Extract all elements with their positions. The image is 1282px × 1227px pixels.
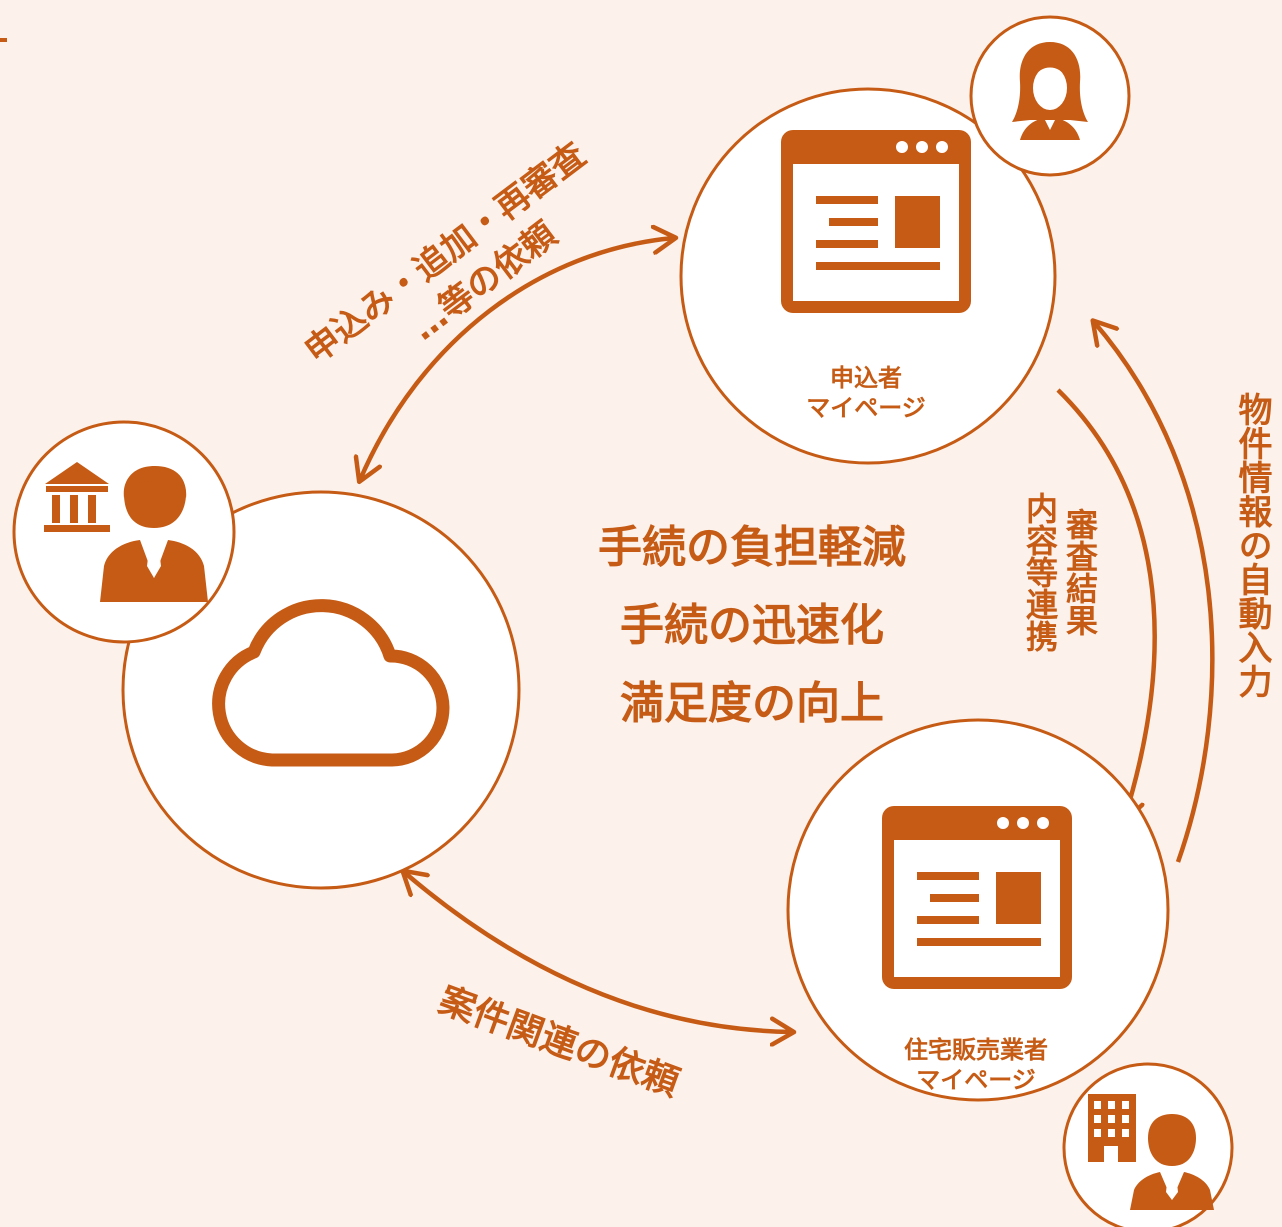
cloud-node: [121, 490, 521, 890]
browser-window-icon: [781, 130, 971, 313]
cloud-icon: [212, 599, 450, 767]
benefit-3: 満足度の向上: [620, 678, 884, 729]
arrow-seller-to-applicant: [1094, 322, 1215, 863]
bank-icon: [44, 462, 110, 532]
arrow-applicant-to-seller: [1056, 388, 1157, 820]
businessman-icon: [100, 466, 208, 602]
browser-window-icon: [882, 806, 1072, 989]
bank-businessman-badge: [12, 420, 236, 644]
arrow-cloud-seller: [404, 872, 792, 1032]
seller-label-line2: マイページ: [916, 1066, 1036, 1094]
benefit-1: 手続の負担軽減: [598, 522, 906, 573]
office-businessman-badge: [1062, 1062, 1234, 1227]
corner-mark: [0, 38, 7, 42]
arrow-cloud-applicant: [360, 238, 674, 480]
bottom-label-group: 案件関連の依頼: [434, 980, 686, 1105]
outer-right-label: 物件情報の自動入力: [1232, 392, 1272, 699]
bottom-label: 案件関連の依頼: [434, 980, 686, 1105]
benefit-2: 手続の迅速化: [620, 600, 884, 651]
inner-right-label-line2: 内容等連携: [1021, 492, 1059, 652]
applicant-label-line2: マイページ: [806, 394, 926, 422]
applicant-label-line1: 申込者: [830, 364, 902, 392]
top-left-label-group: 申込み・追加・再審査 …等の依頼: [298, 135, 594, 372]
businessman-icon: [1130, 1114, 1214, 1210]
applicant-node: 申込者 マイページ: [679, 87, 1057, 465]
woman-badge: [969, 15, 1131, 177]
woman-avatar-icon: [1012, 42, 1088, 140]
seller-label-line1: 住宅販売業者: [904, 1036, 1048, 1064]
office-building-icon: [1088, 1094, 1136, 1162]
seller-node: 住宅販売業者 マイページ: [786, 718, 1170, 1102]
inner-right-label-line1: 審査結果: [1061, 508, 1099, 636]
